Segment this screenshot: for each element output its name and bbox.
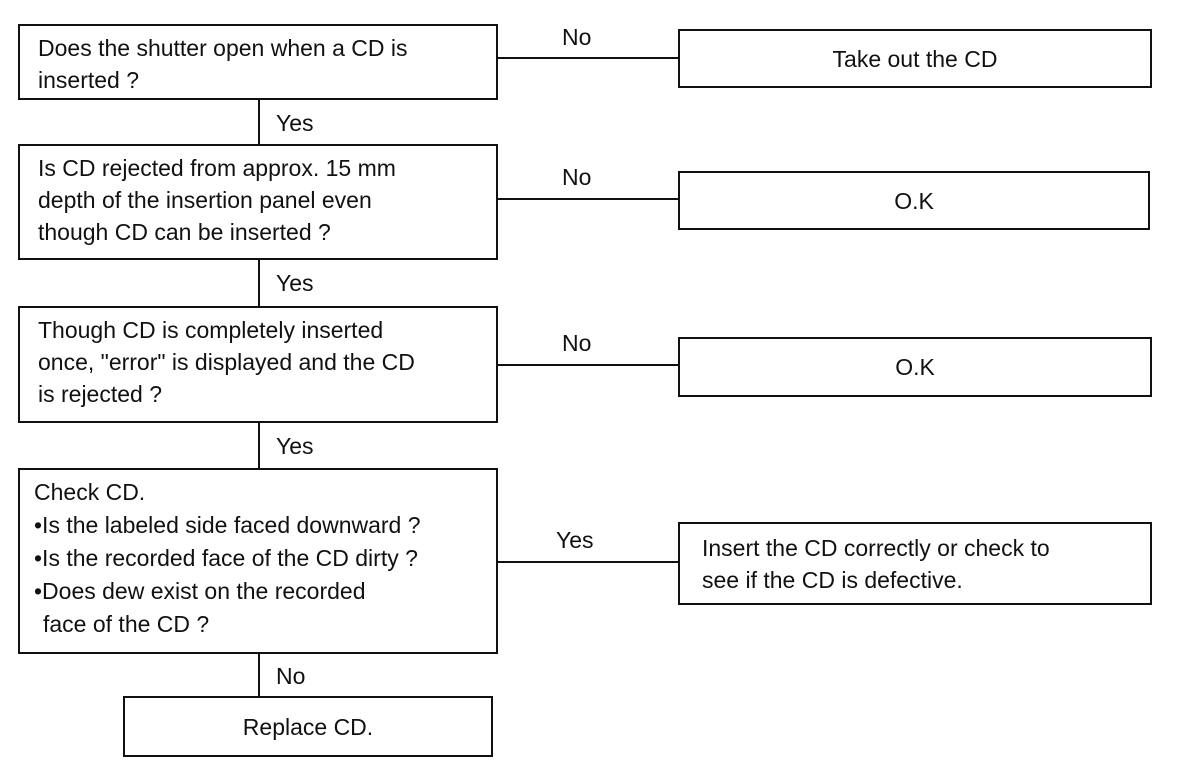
action-text: O.K [895, 354, 935, 380]
check-cd-checklist: Check CD. •Is the labeled side faced dow… [18, 468, 498, 654]
action-insert-correctly: Insert the CD correctly or check to see … [678, 522, 1152, 605]
question-line: Does the shutter open when a CD is [38, 35, 408, 61]
no-connector-1 [498, 57, 678, 59]
action-line: Insert the CD correctly or check to [702, 534, 1050, 561]
question-shutter-open: Does the shutter open when a CD is inser… [18, 24, 498, 100]
no-label-4: No [276, 663, 306, 689]
question-line: depth of the insertion panel even [38, 187, 372, 213]
checklist-item: •Is the labeled side faced downward ? [34, 512, 421, 538]
action-text: Take out the CD [832, 45, 998, 72]
no-connector-2 [498, 198, 678, 200]
action-take-out-cd: Take out the CD [678, 29, 1152, 88]
yes-connector-4 [498, 561, 678, 563]
yes-connector-1 [258, 100, 260, 144]
question-line: though CD can be inserted ? [38, 219, 331, 245]
checklist-item-continued: face of the CD ? [43, 611, 210, 637]
yes-label-2: Yes [276, 270, 314, 296]
checklist-item: •Does dew exist on the recorded [34, 578, 366, 604]
question-line: Though CD is completely inserted [38, 317, 384, 343]
yes-label-4: Yes [556, 527, 594, 553]
no-label-1: No [562, 24, 592, 50]
action-ok-3: O.K [678, 337, 1152, 397]
action-text: Replace CD. [242, 713, 374, 740]
question-line: once, "error" is displayed and the CD [38, 349, 415, 375]
yes-label-3: Yes [276, 433, 314, 459]
question-cd-rejected-15mm: Is CD rejected from approx. 15 mm depth … [18, 144, 498, 260]
question-line: is rejected ? [38, 381, 163, 407]
no-label-2: No [562, 164, 592, 190]
checklist-heading: Check CD. [34, 479, 146, 505]
yes-connector-2 [258, 260, 260, 306]
yes-label-1: Yes [276, 110, 314, 136]
question-error-displayed: Though CD is completely inserted once, "… [18, 306, 498, 423]
no-connector-3 [498, 364, 678, 366]
no-label-3: No [562, 330, 592, 356]
question-line: inserted ? [38, 67, 140, 93]
action-text: O.K [894, 187, 934, 214]
yes-connector-3 [258, 423, 260, 468]
checklist-item: •Is the recorded face of the CD dirty ? [34, 545, 418, 571]
action-ok-2: O.K [678, 171, 1150, 230]
no-connector-4 [258, 654, 260, 696]
question-line: Is CD rejected from approx. 15 mm [38, 155, 396, 181]
action-replace-cd: Replace CD. [123, 696, 493, 757]
action-line: see if the CD is defective. [702, 566, 963, 593]
